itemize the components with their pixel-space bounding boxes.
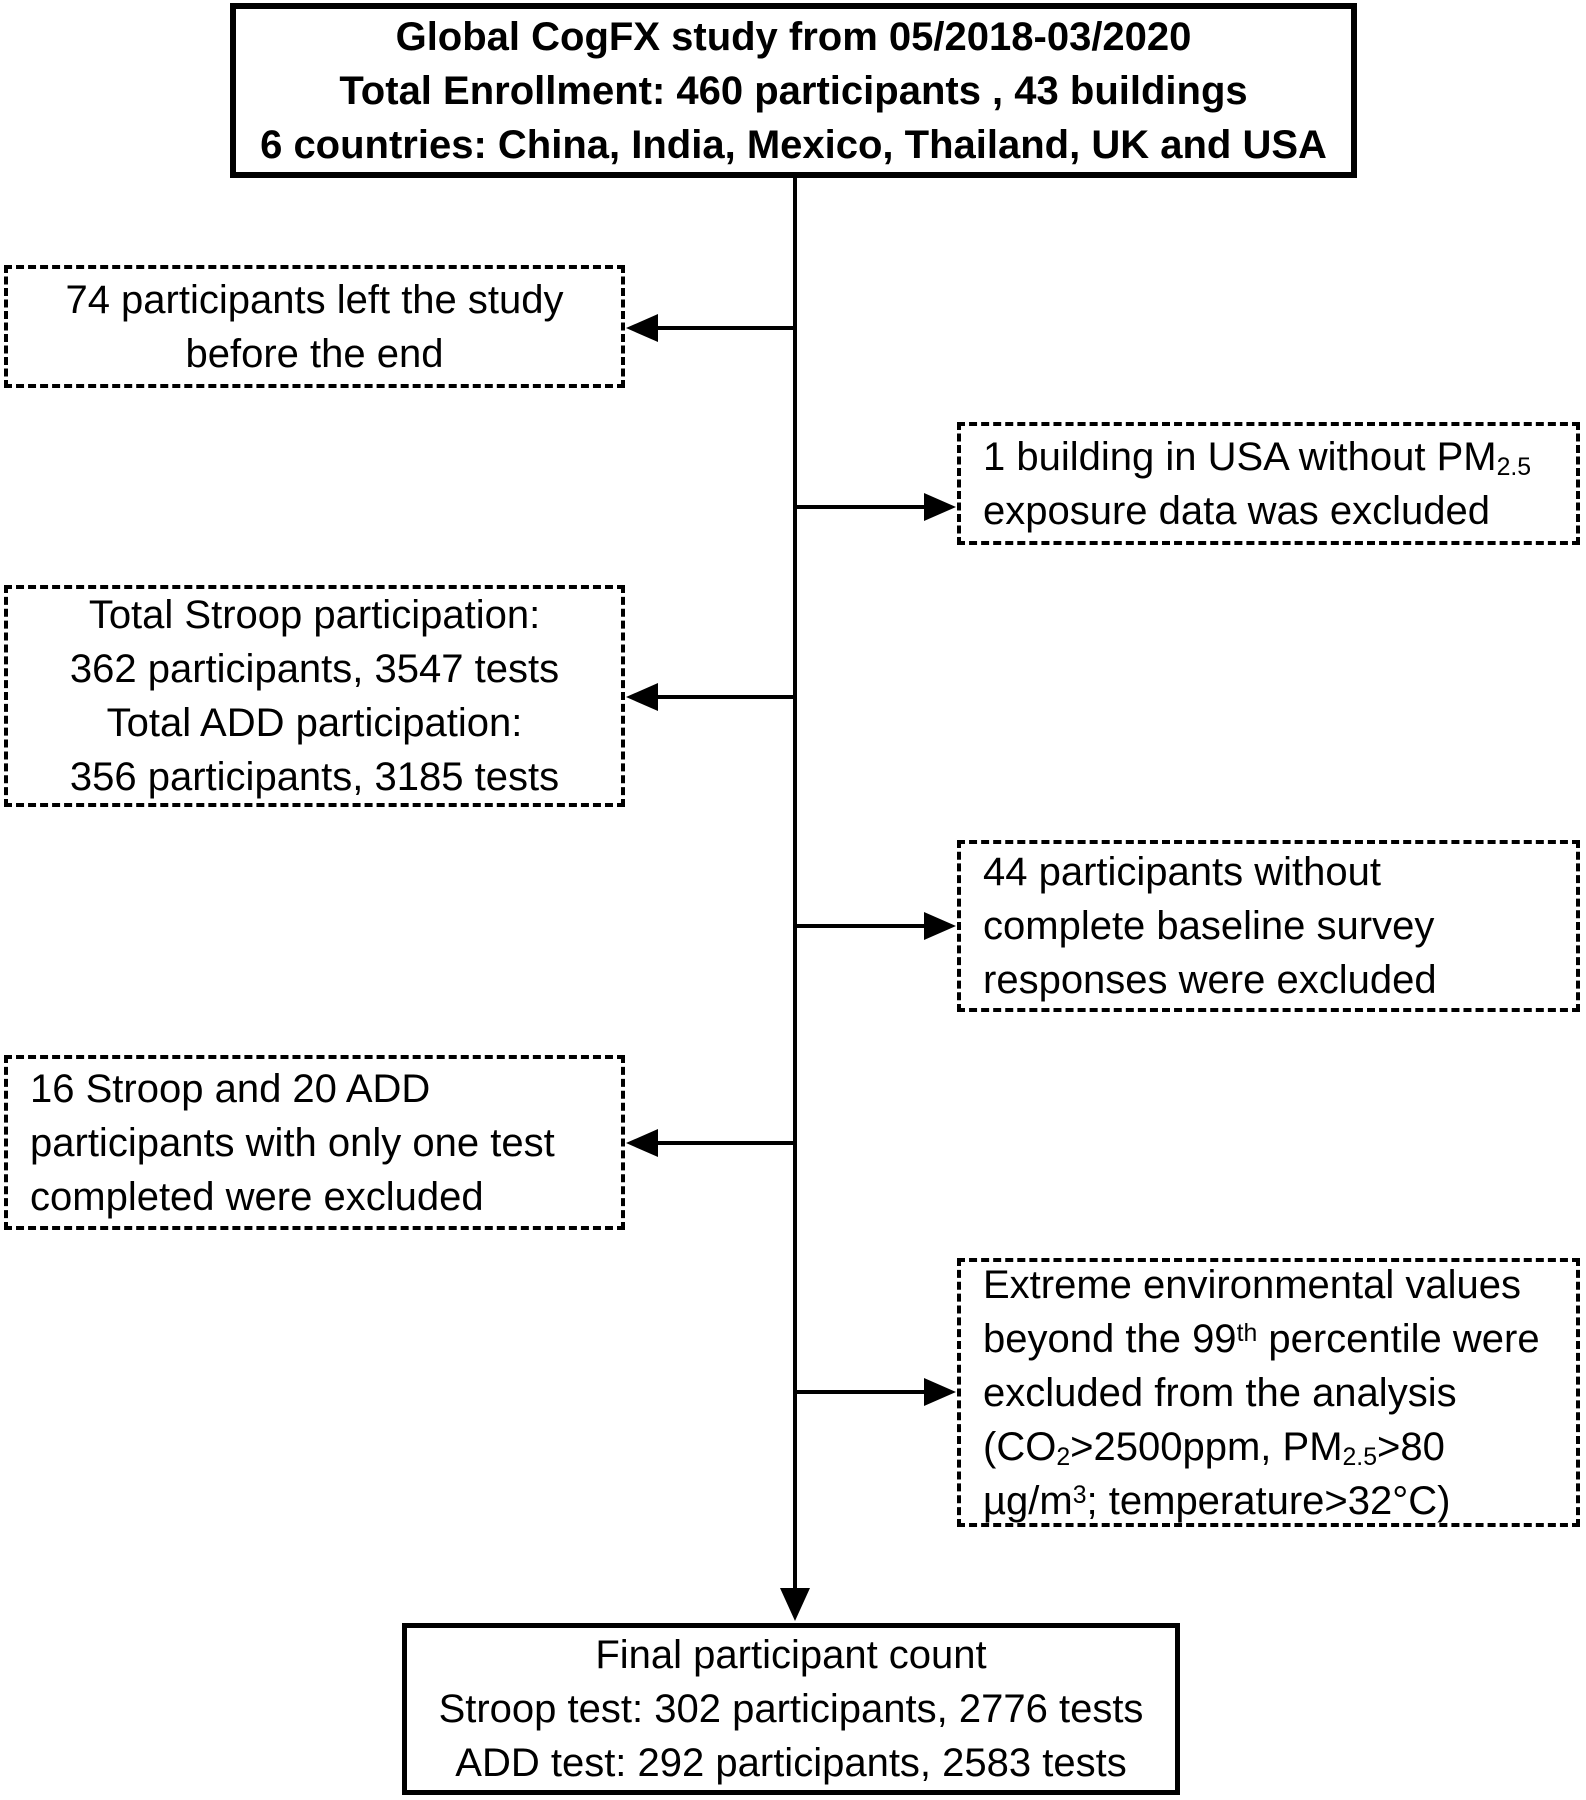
pm25-exclusion-box: 1 building in USA without PM2.5 exposure … [957, 422, 1580, 545]
box-text-line: Total Enrollment: 460 participants , 43 … [339, 68, 1248, 113]
arrowhead-right-pm25 [924, 493, 956, 521]
box-text-line: 1 building in USA without PM2.5 [983, 434, 1532, 481]
arrowhead-right-baseline [924, 912, 956, 940]
single-test-exclusion-box: 16 Stroop and 20 ADD participants with on… [4, 1055, 625, 1230]
box-text-line: Final participant count [595, 1633, 987, 1677]
box-text-line: 74 participants left the study [65, 277, 564, 322]
box-text-line: responses were excluded [983, 958, 1437, 1002]
baseline-survey-exclusion-box: 44 participants without complete baseline… [957, 840, 1580, 1012]
box-text-line: before the end [185, 331, 444, 376]
box-text-line: µg/m3; temperature>32°C) [983, 1478, 1451, 1523]
box-text-line: Stroop test: 302 participants, 2776 test… [438, 1687, 1144, 1731]
box-text-line: 16 Stroop and 20 ADD [30, 1066, 431, 1111]
box-text-line: 6 countries: China, India, Mexico, Thail… [260, 122, 1327, 167]
box-text-line: ADD test: 292 participants, 2583 tests [455, 1741, 1127, 1785]
box-text-line: Extreme environmental values [983, 1262, 1522, 1307]
arrowhead-left-singletest [626, 1129, 658, 1157]
arrowhead-down-final [780, 1588, 810, 1621]
box-text-line: 362 participants, 3547 tests [69, 647, 560, 691]
participation-box: Total Stroop participation: 362 participa… [4, 585, 625, 807]
box-text-line: 356 participants, 3185 tests [69, 755, 560, 799]
box-text-line: 44 participants without [983, 850, 1382, 894]
box-text-line: complete baseline survey [983, 904, 1435, 948]
box-text-line: Total Stroop participation: [88, 593, 541, 637]
box-text-line: beyond the 99th percentile were [983, 1316, 1540, 1361]
environmental-exclusion-box: Extreme environmental values beyond the 9… [957, 1258, 1580, 1527]
arrowhead-right-environment [924, 1378, 956, 1406]
arrowhead-left-participation [626, 683, 658, 711]
arrowhead-left-dropout [626, 314, 658, 342]
box-text-line: (CO2>2500ppm, PM2.5>80 [983, 1424, 1445, 1471]
box-text-line: participants with only one test [30, 1120, 555, 1165]
dropout-box: 74 participants left the study before the… [4, 265, 625, 388]
box-text-line: excluded from the analysis [983, 1370, 1457, 1415]
box-text-line: Total ADD participation: [106, 701, 523, 745]
box-text-line: Global CogFX study from 05/2018-03/2020 [395, 14, 1192, 59]
box-text-line: exposure data was excluded [983, 488, 1490, 533]
box-text-line: completed were excluded [30, 1174, 484, 1219]
